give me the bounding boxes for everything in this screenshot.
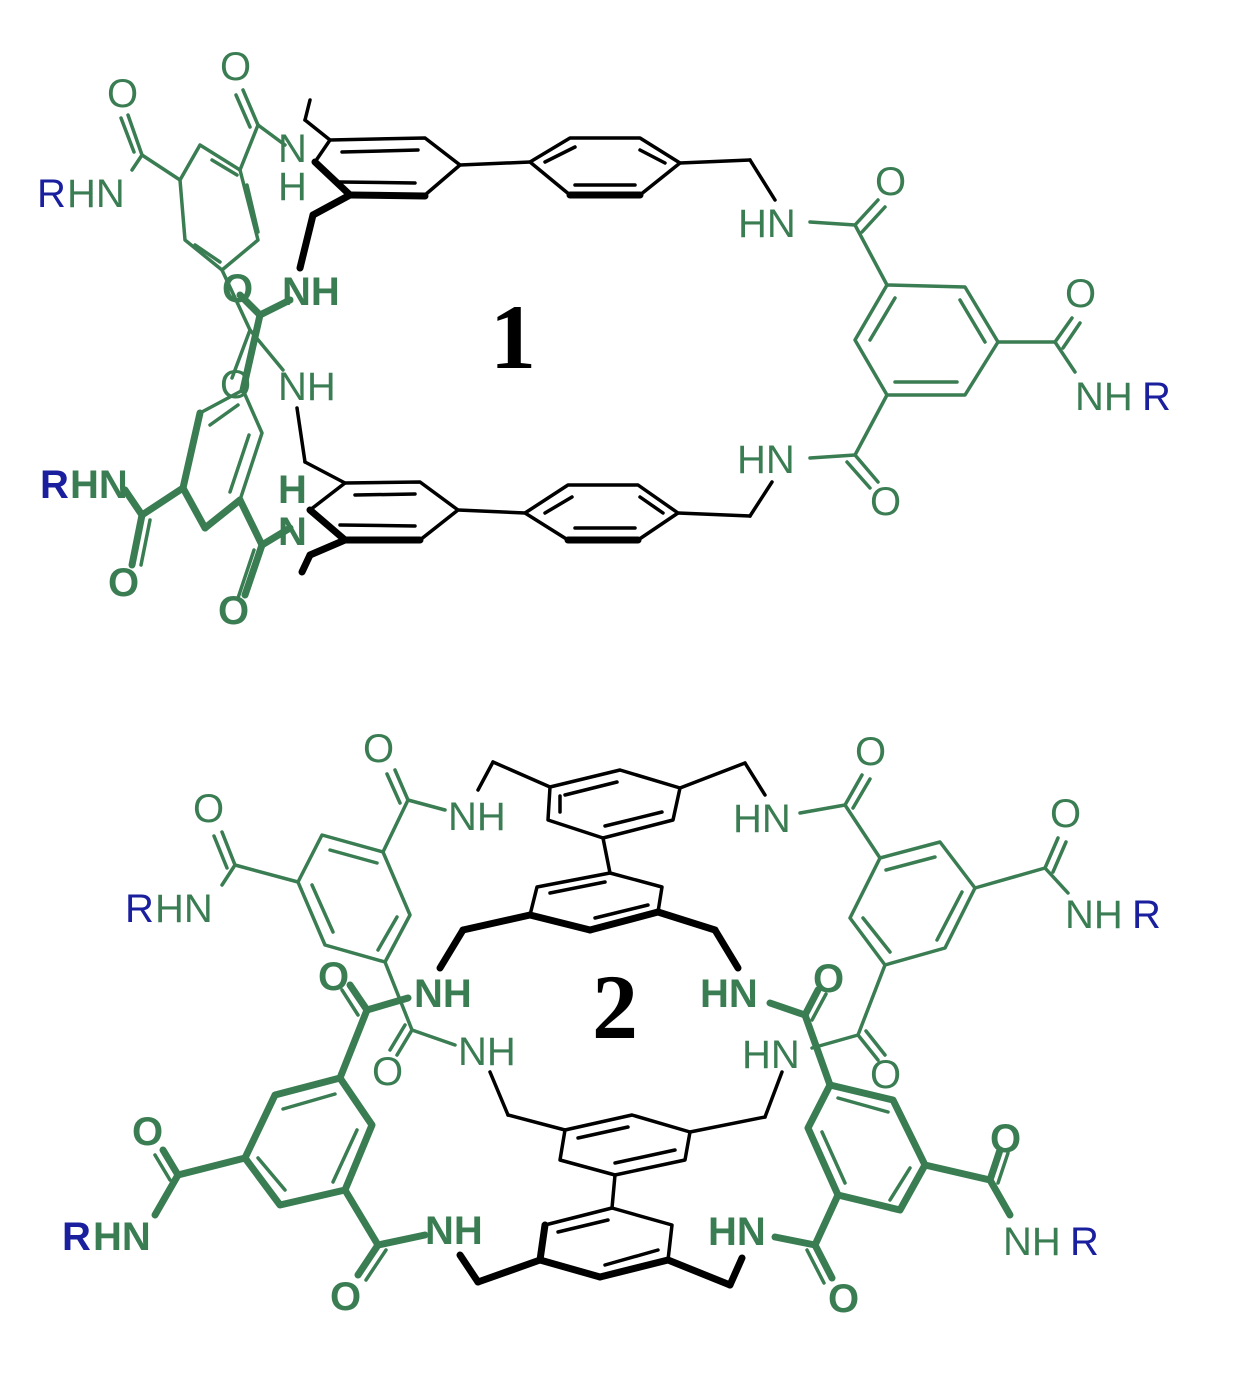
c2-o-bl-bottom: O [330,1275,361,1319]
c1-o-right-top: O [875,160,906,204]
c1-top-left-isophthalamide [119,88,287,272]
c1-nh-mid-thin: NH [278,365,336,409]
c2-o-bl-side: O [132,1110,163,1154]
c2-bottom-right-isophthalamide [766,986,1014,1285]
c2-rhn-tl-r: R [125,887,154,931]
c2-nh-ml-bold: NH [414,972,472,1016]
c1-o-mid-thin: O [220,363,251,407]
c1-o-top-a: O [107,72,138,116]
compound-1-number: 1 [490,286,536,388]
c2-lower-thin-benzene [488,1070,784,1210]
c2-top-right-isophthalamide [798,773,1070,1062]
c1-top-biphenyl [296,98,777,272]
c1-rhn-top-hn: HN [67,172,125,216]
c1-bottom-biphenyl [295,406,774,576]
c2-nhr-tr-nh: NH [1065,893,1123,937]
c2-top-benzene [476,760,767,875]
c2-o-ml-bold: O [318,955,349,999]
c2-nhr-br-nh: NH [1003,1220,1061,1264]
c1-hn-right-bottom: HN [737,438,795,482]
c2-nh-tl: NH [448,795,506,839]
c2-hn-mr-bold: HN [700,972,758,1016]
c2-rhn-bl-hn: HN [93,1215,151,1259]
c1-rhn-bottom-r: R [40,463,69,507]
c2-bottom-left-isophthalamide [151,981,429,1282]
c1-nh-top-h: H [278,165,307,209]
c1-o-right-bottom: O [870,480,901,524]
c1-nh-mid-bold: NH [282,270,340,314]
c2-o-tr-a: O [855,730,886,774]
c1-n-bottom: N [278,510,307,554]
c2-o-mr-thin: O [870,1053,901,1097]
c2-rhn-tl-hn: HN [155,887,213,931]
c1-o-mid-bold: O [222,267,253,311]
c2-o-tl-a: O [193,787,224,831]
c2-hn-br: HN [708,1210,766,1254]
c2-o-ml-thin: O [372,1050,403,1094]
c1-hn-right-top: HN [738,202,796,246]
c2-o-mr-bold: O [813,957,844,1001]
c2-o-tl-b: O [363,727,394,771]
c2-hn-tr: HN [733,797,791,841]
c2-o-tr-b: O [1050,792,1081,836]
c2-o-br-bottom: O [828,1277,859,1321]
c2-nh-bl: NH [425,1209,483,1253]
c1-h-bottom: H [278,468,307,512]
c2-bottom-bold-benzene [456,1206,746,1289]
c1-lower-left-isophthalamide [121,268,294,600]
c1-o-top-b: O [220,45,251,89]
c1-nhr-right-nh: NH [1075,375,1133,419]
c1-rhn-top-r: R [37,172,66,216]
c2-nhr-br-r: R [1070,1220,1099,1264]
c2-hn-mr-thin: HN [742,1033,800,1077]
c1-rhn-bottom-hn: HN [70,463,128,507]
c1-nh-top-n: N [278,127,307,171]
compound-2-number: 2 [592,956,638,1058]
c2-nh-ml-thin: NH [458,1030,516,1074]
c1-nhr-right-r: R [1142,375,1171,419]
c2-nhr-tr-r: R [1132,893,1161,937]
compound-1: O O N H R HN O NH O NH R HN H N O O HN O… [37,45,1171,633]
c1-right-isophthalamide [808,198,1082,490]
c2-rhn-bl-r: R [62,1215,91,1259]
c2-upper-bold-benzene [436,871,742,972]
c2-top-left-isophthalamide [212,768,457,1057]
c1-o-right-side: O [1065,272,1096,316]
c2-o-br-side: O [990,1117,1021,1161]
c1-o-bottom-b: O [218,589,249,633]
compound-2: O O NH R HN O O HN NH R O NH O NH HN O H… [62,727,1161,1321]
c1-o-bottom-a: O [108,561,139,605]
